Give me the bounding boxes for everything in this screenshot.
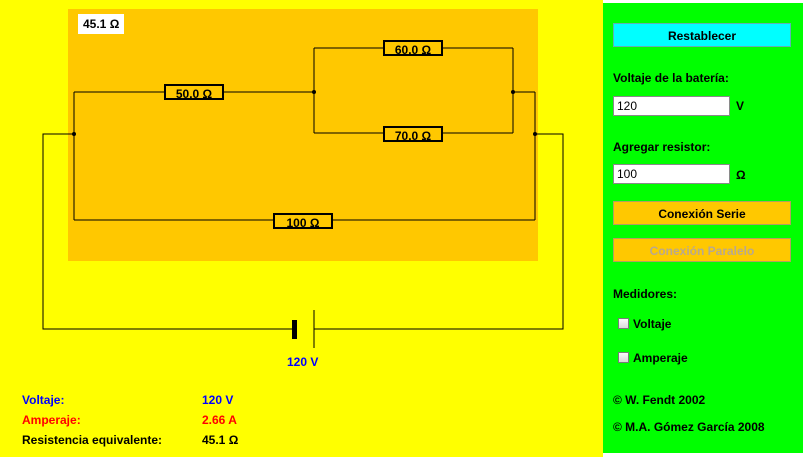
- resistance-label: Resistencia equivalente:: [22, 433, 163, 447]
- add-resistor-unit: Ω: [736, 168, 746, 182]
- meters-label: Medidores:: [613, 287, 678, 301]
- battery-voltage-field-label: Voltaje de la batería:: [613, 71, 729, 85]
- resistance-value: 45.1 Ω: [202, 433, 239, 447]
- battery-voltage-input[interactable]: [613, 96, 730, 116]
- battery-voltage-label: 120 V: [287, 355, 319, 369]
- battery-voltage-unit: V: [736, 99, 745, 113]
- voltmeter-checkbox[interactable]: [618, 318, 629, 329]
- copyright-gomez-garcia: © M.A. Gómez García 2008: [613, 420, 765, 434]
- add-resistor-field-label: Agregar resistor:: [613, 140, 711, 154]
- ammeter-checkbox-label[interactable]: Amperaje: [633, 351, 688, 365]
- resistor-70[interactable]: 70.0 Ω: [383, 126, 443, 143]
- simulation-stage: 45.1 Ω 60.0 Ω 50.0 Ω 70.0 Ω 100 Ω 120 V …: [0, 0, 603, 457]
- reset-button[interactable]: Restablecer: [613, 23, 791, 47]
- voltmeter-checkbox-label[interactable]: Voltaje: [633, 317, 672, 331]
- resistor-100[interactable]: 100 Ω: [273, 213, 333, 230]
- control-panel: [603, 3, 803, 453]
- ammeter-checkbox[interactable]: [618, 352, 629, 363]
- resistor-50[interactable]: 50.0 Ω: [164, 84, 224, 101]
- resistor-60[interactable]: 60.0 Ω: [383, 40, 443, 57]
- current-value: 2.66 A: [202, 413, 237, 427]
- current-label: Amperaje:: [22, 413, 81, 427]
- equivalent-resistance-display: 45.1 Ω: [78, 14, 125, 34]
- voltage-label: Voltaje:: [22, 393, 65, 407]
- copyright-fendt: © W. Fendt 2002: [613, 393, 706, 407]
- voltage-value: 120 V: [202, 393, 234, 407]
- add-resistor-input[interactable]: [613, 164, 730, 184]
- parallel-connection-button[interactable]: Conexión Paralelo: [613, 238, 791, 262]
- series-connection-button[interactable]: Conexión Serie: [613, 201, 791, 225]
